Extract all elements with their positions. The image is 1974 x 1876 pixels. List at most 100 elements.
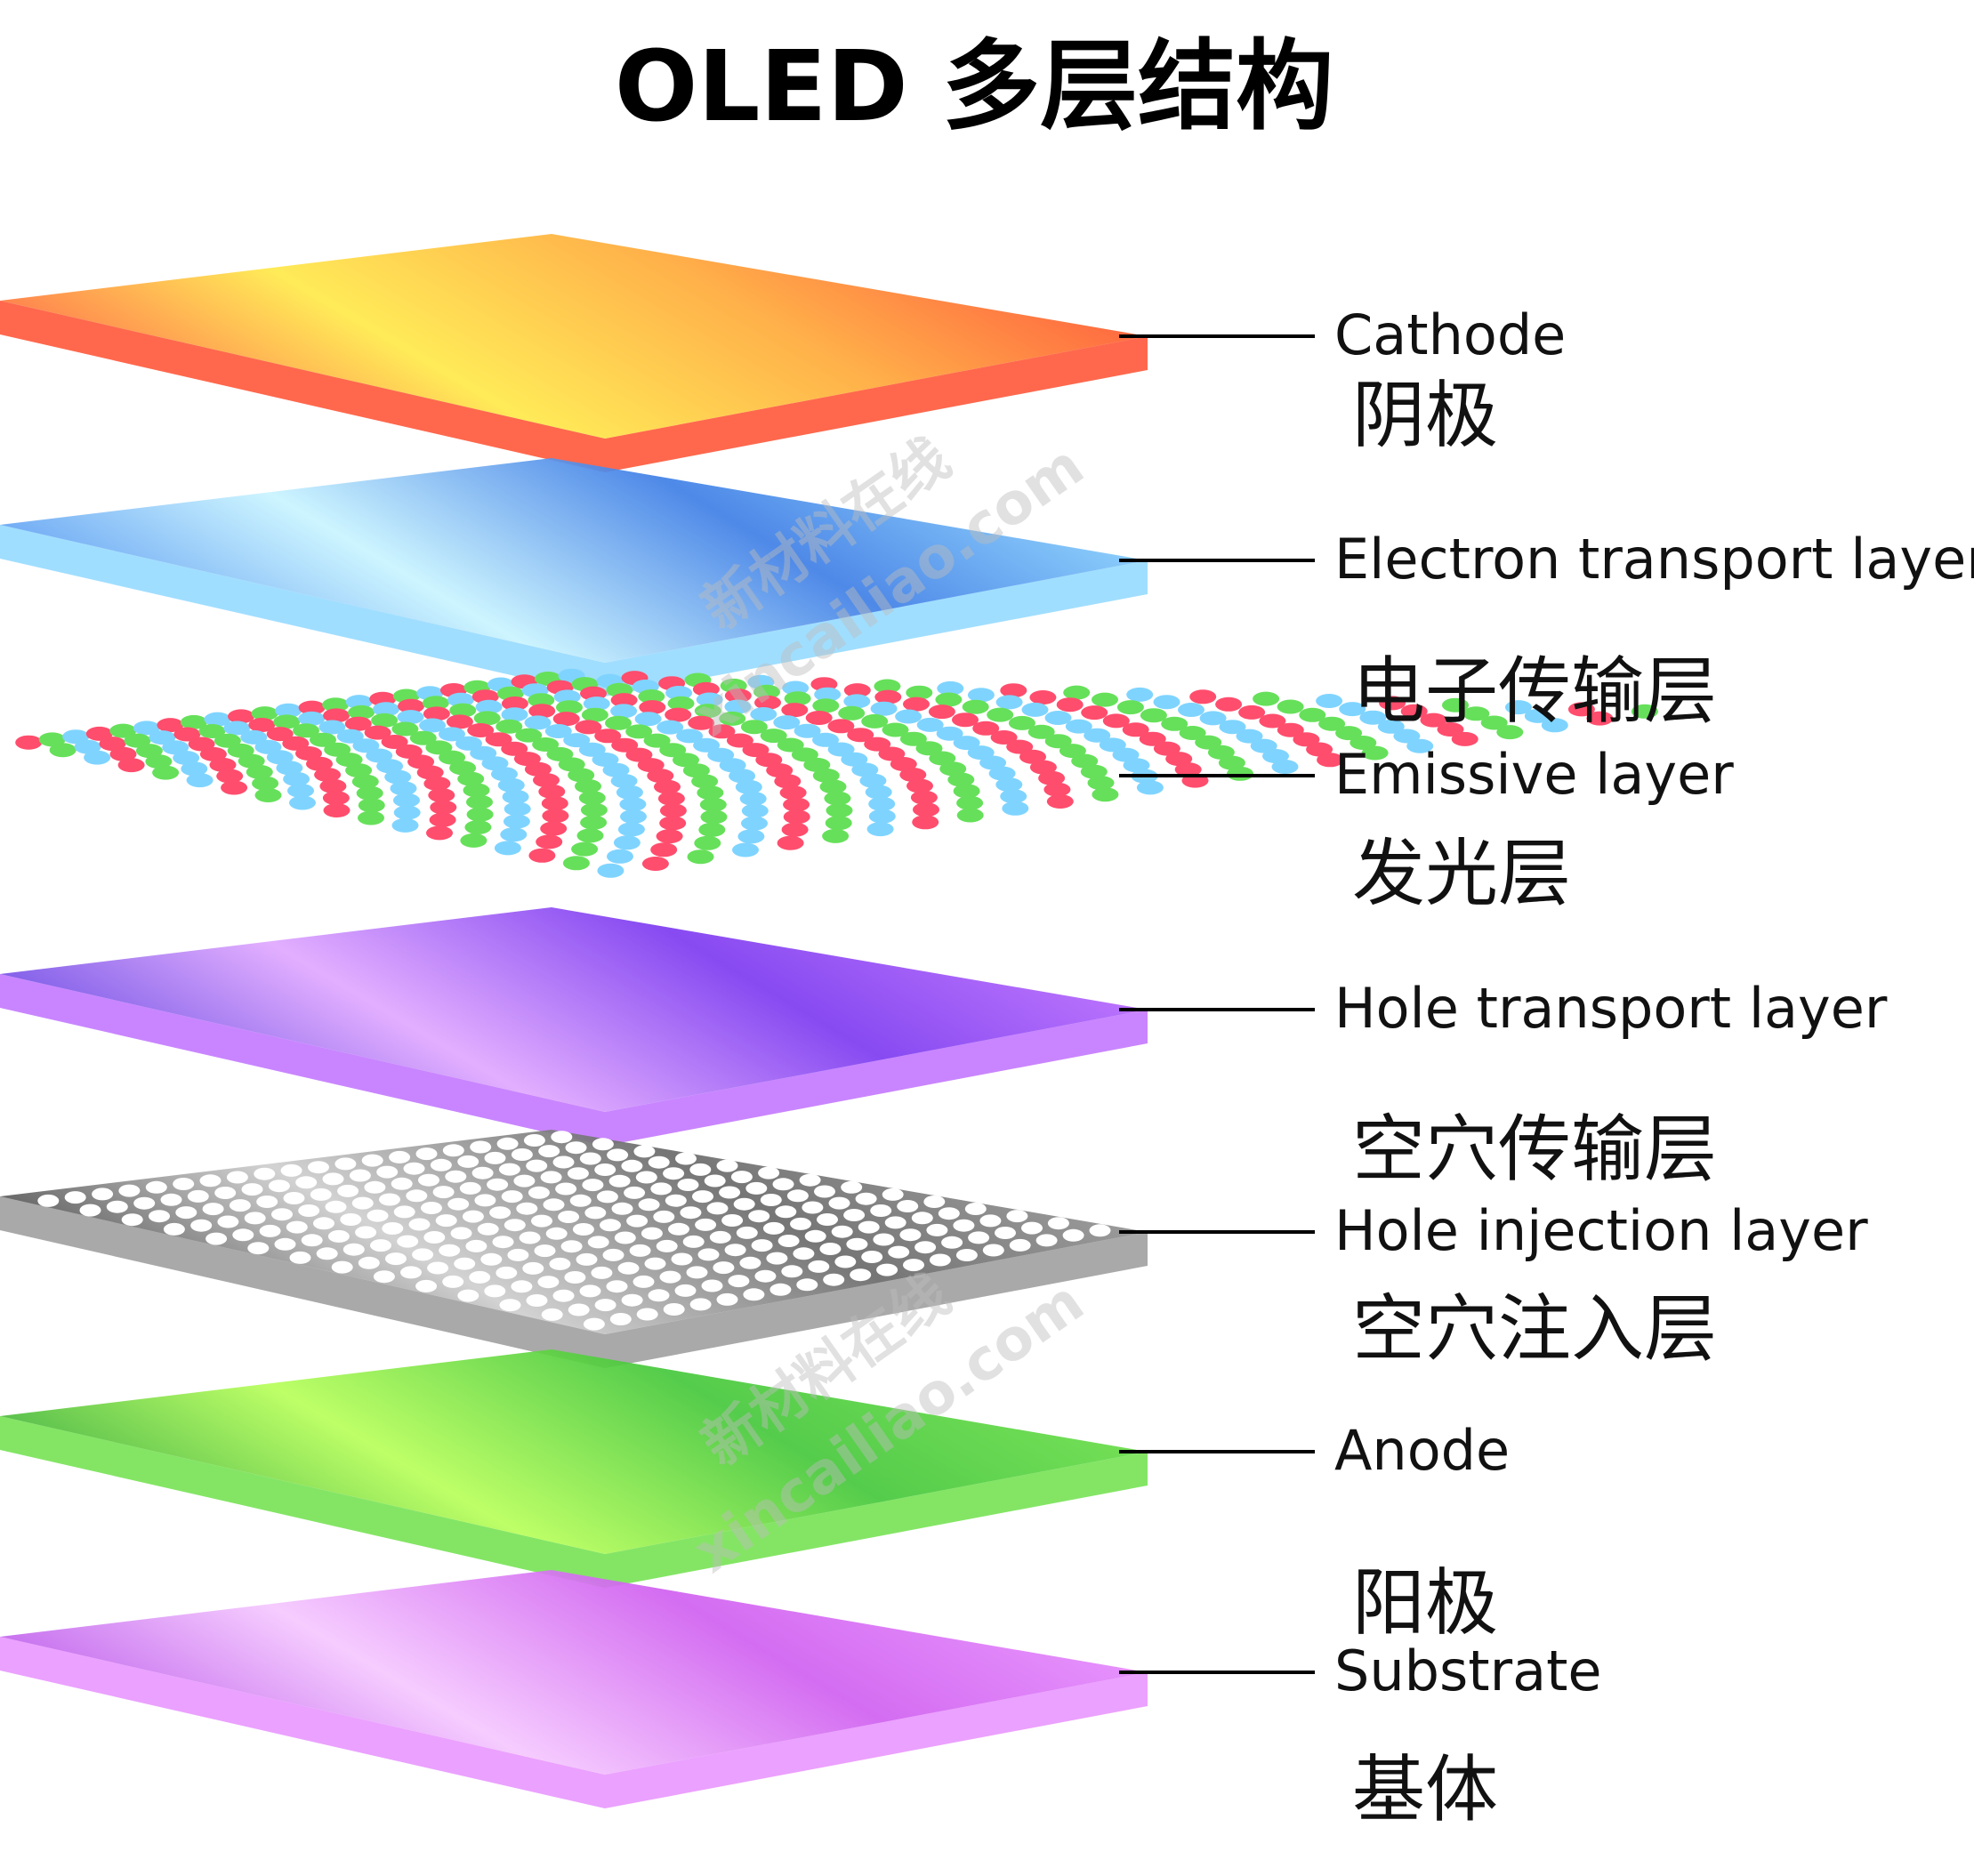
emissive-dot <box>198 724 226 738</box>
hole <box>572 1223 594 1236</box>
hole <box>423 1231 446 1244</box>
emissive-dot <box>827 719 855 734</box>
emissive-dot <box>987 707 1014 722</box>
emissive-dot <box>1393 729 1421 744</box>
hole <box>583 1317 605 1331</box>
emissive-dot <box>221 780 248 795</box>
emissive-dot <box>687 849 714 865</box>
emissive-dot <box>657 720 684 735</box>
emissive-dot <box>426 825 453 841</box>
hole <box>911 1212 933 1225</box>
hole <box>477 1222 499 1236</box>
emissive-dot <box>1092 692 1118 707</box>
hole <box>819 1243 842 1255</box>
hole <box>582 1179 604 1192</box>
emissive-dot <box>724 688 752 704</box>
hole <box>268 1180 290 1193</box>
emissive-dot <box>524 761 552 777</box>
hole <box>280 1163 302 1177</box>
hole <box>334 1157 357 1171</box>
hole <box>804 1229 826 1243</box>
emissive-dot <box>913 802 939 817</box>
emissive-dot <box>719 711 746 726</box>
label-en-cathode: Cathode <box>1334 302 1566 367</box>
hole <box>537 1276 560 1289</box>
emissive-dot <box>497 777 525 793</box>
emissive-dot <box>84 750 111 765</box>
hole <box>367 1209 389 1222</box>
emissive-dot <box>578 791 606 805</box>
emissive-dot <box>1092 787 1119 802</box>
hole <box>730 1171 753 1184</box>
hole <box>682 1235 705 1248</box>
emissive-dot <box>335 753 363 768</box>
emissive-dot <box>676 729 704 744</box>
emissive-dot <box>204 712 231 727</box>
hole <box>858 1220 880 1234</box>
hole <box>608 1174 631 1188</box>
hole <box>549 1257 571 1270</box>
layer-edge <box>0 1637 1148 1808</box>
emissive-dot <box>724 699 752 714</box>
hole <box>799 1173 821 1187</box>
emissive-dot <box>1317 753 1344 768</box>
hole <box>903 1259 924 1272</box>
hole <box>697 1248 720 1261</box>
emissive-dot <box>1021 702 1049 717</box>
hole <box>558 1211 580 1223</box>
emissive-dot <box>188 737 215 752</box>
hole <box>955 1249 978 1261</box>
emissive-dot <box>358 810 384 825</box>
hole <box>418 1173 439 1187</box>
hole <box>430 1158 452 1171</box>
hole <box>445 1170 467 1183</box>
hole <box>187 1189 209 1203</box>
emissive-dot <box>356 785 383 801</box>
hole <box>638 1198 660 1212</box>
emissive-dot <box>691 774 719 789</box>
emissive-dot <box>1215 696 1243 712</box>
hole <box>704 1174 726 1188</box>
hole <box>650 1182 673 1196</box>
hole <box>552 1155 575 1169</box>
hole <box>719 1186 741 1199</box>
emissive-dot <box>1153 695 1180 710</box>
emissive-dot <box>956 795 984 810</box>
emissive-dot <box>619 797 647 812</box>
emissive-dot <box>782 680 810 696</box>
hole <box>552 1289 575 1302</box>
hole <box>733 1197 755 1211</box>
emissive-dot <box>273 714 301 729</box>
emissive-dot <box>298 700 326 715</box>
emissive-dot <box>1139 731 1166 746</box>
hole <box>412 1248 434 1261</box>
hole <box>298 1204 320 1217</box>
emissive-dot <box>824 791 851 806</box>
emissive-dot <box>1262 749 1289 763</box>
emissive-dot <box>157 718 184 733</box>
hole <box>979 1214 1002 1228</box>
hole <box>632 1275 655 1288</box>
hole <box>361 1154 383 1167</box>
hole <box>841 1180 863 1194</box>
emissive-dot <box>784 691 811 706</box>
hole <box>92 1188 114 1201</box>
emissive-dot <box>1277 722 1304 737</box>
hole <box>653 1210 675 1223</box>
emissive-dot <box>1116 700 1144 715</box>
emissive-dot <box>214 733 241 748</box>
hole <box>274 1237 296 1251</box>
emissive-dot <box>199 746 227 761</box>
emissive-dot <box>1219 720 1246 735</box>
hole <box>671 1252 693 1266</box>
emissive-dot <box>1161 716 1188 731</box>
emissive-dot <box>805 711 833 725</box>
emissive-dot <box>1406 738 1434 753</box>
emissive-dot <box>1044 711 1072 725</box>
hole <box>823 1273 845 1286</box>
emissive-dot <box>781 822 809 837</box>
emissive-dot <box>956 808 984 823</box>
emissive-dot <box>822 828 850 843</box>
emissive-dot <box>580 802 608 817</box>
emissive-dot <box>774 774 802 789</box>
